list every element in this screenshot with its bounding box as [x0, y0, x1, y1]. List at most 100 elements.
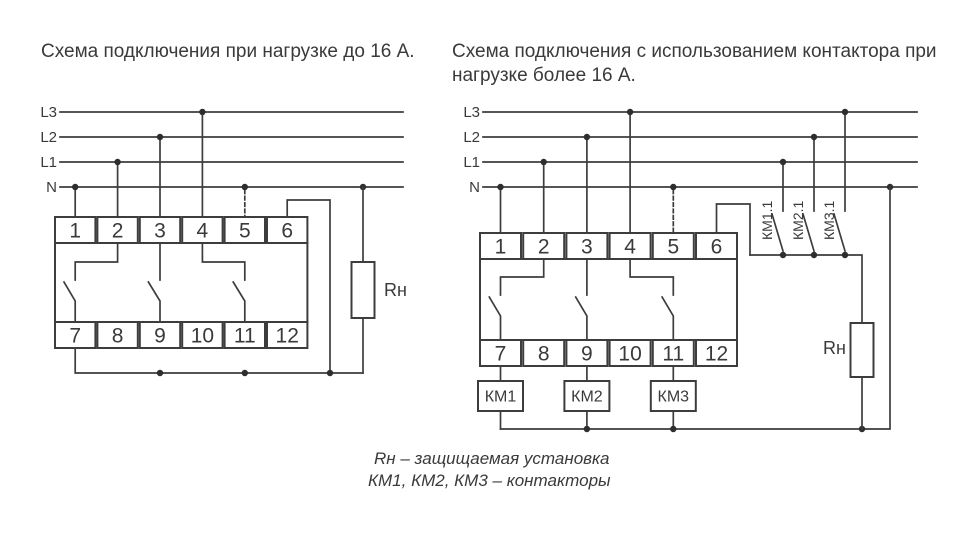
coil-common-wire	[499, 186, 891, 430]
terminal-cell	[266, 321, 309, 349]
terminal-6-output-wire	[286, 199, 331, 374]
load-common-wire	[74, 347, 364, 374]
junction-dot	[326, 369, 334, 377]
terminal-number: 10	[191, 325, 214, 348]
power-line-l2-label: L2	[463, 129, 480, 146]
contactor-contact-km3-1	[832, 111, 847, 253]
terminal-number: 3	[581, 236, 593, 259]
power-line-n-label: N	[469, 179, 480, 196]
power-line-l2-label: L2	[40, 129, 57, 146]
right-diagram-title-line2: нагрузке более 16 А.	[452, 65, 636, 86]
power-line-l3-label: L3	[463, 104, 480, 121]
junction-dot	[810, 133, 818, 141]
power-line-l1-label: L1	[40, 154, 57, 171]
relay-bottom-terminal-row: 7 8 9 10 11 12	[54, 321, 309, 349]
junction-dot	[779, 251, 787, 259]
terminal-number: 10	[618, 343, 641, 366]
contactor-coil-km3	[649, 380, 697, 412]
junction-dot	[241, 369, 248, 377]
terminal-number: 6	[711, 236, 723, 259]
switch-contact-3	[201, 242, 246, 323]
junction-dot	[72, 183, 79, 191]
terminal-number: 4	[197, 220, 209, 243]
contactor-contact-km1-1	[770, 161, 785, 253]
junction-dot	[114, 158, 121, 166]
terminal-cell	[223, 216, 267, 244]
terminal-number: 6	[281, 220, 293, 243]
terminal-number: 2	[112, 220, 124, 243]
terminal-cell	[479, 232, 522, 260]
terminal-number: 5	[667, 236, 679, 259]
switch-contact-2	[147, 242, 161, 323]
legend-line-1: Rн – защищаемая установка	[374, 449, 610, 468]
power-line-l1-label: L1	[463, 154, 480, 171]
switch-contact-1	[488, 258, 545, 341]
switch-contact-3	[629, 258, 675, 341]
relay-body	[479, 258, 738, 341]
junction-dot	[497, 183, 504, 191]
junction-dot	[626, 108, 634, 116]
relay-bottom-terminal-row: 7 8 9 10 11 12	[479, 339, 738, 367]
junction-dot	[779, 158, 787, 166]
terminal-number: 4	[624, 236, 636, 259]
terminal-number: 11	[234, 325, 256, 348]
terminal-cell	[138, 321, 182, 349]
junction-dot	[199, 108, 206, 116]
terminal-6-output-wire	[715, 203, 751, 256]
terminal-cell	[695, 232, 738, 260]
terminal-number: 2	[538, 236, 550, 259]
terminal-cell	[54, 321, 97, 349]
junction-dot	[583, 133, 591, 141]
terminal-number: 8	[112, 325, 124, 348]
contactor-coil-label: КМ2	[571, 389, 603, 406]
junction-dot	[540, 158, 547, 166]
load-label: Rн	[823, 338, 846, 358]
terminal-cell	[522, 339, 566, 367]
contactor-coil-label: КМ1	[485, 389, 517, 406]
switch-contact-2	[574, 258, 588, 341]
contactor-contact-km2-1	[801, 136, 816, 253]
relay-top-terminal-row: 1 2 3 4 5 6	[479, 232, 738, 260]
relay-top-terminal-row: 1 2 3 4 5 6	[54, 216, 309, 244]
junction-dot	[241, 183, 248, 191]
terminal-number: 12	[276, 325, 299, 348]
power-line-l3-label: L3	[40, 104, 57, 121]
left-diagram-title: Схема подключения при нагрузке до 16 А.	[41, 41, 415, 62]
terminal-number: 7	[495, 343, 507, 366]
terminal-cell	[181, 321, 224, 349]
terminal-cell	[608, 339, 652, 367]
load-label: Rн	[384, 280, 407, 300]
terminal-cell	[266, 216, 309, 244]
junction-dot	[583, 425, 591, 433]
terminal-number: 1	[495, 236, 507, 259]
terminal-number: 3	[154, 220, 166, 243]
junction-dot	[156, 369, 164, 377]
junction-dot	[810, 251, 818, 259]
junction-dot	[670, 425, 677, 433]
terminal-number: 1	[69, 220, 81, 243]
junction-dot	[156, 133, 164, 141]
contact-output-bus	[749, 254, 863, 324]
terminal-number: 9	[154, 325, 166, 348]
terminal-cell	[96, 321, 139, 349]
terminal-cell	[695, 339, 738, 367]
load-resistor	[350, 261, 376, 319]
terminal-number: 8	[538, 343, 550, 366]
contactor-contact-label: КМ2.1	[790, 201, 806, 240]
contactor-contact-label: КМ3.1	[821, 201, 837, 240]
junction-dot	[841, 251, 849, 259]
relay-body	[54, 242, 309, 323]
terminal-number: 9	[581, 343, 593, 366]
terminal-cell	[651, 232, 695, 260]
terminal-cell	[54, 216, 97, 244]
right-diagram: L3 L2 L1 N 1 2 3 4 5	[463, 104, 918, 433]
junction-dot	[670, 183, 677, 191]
terminal-cell	[223, 321, 267, 349]
load-resistor	[849, 322, 875, 378]
terminal-number: 12	[705, 343, 728, 366]
contactor-coil-label: КМ3	[658, 389, 690, 406]
power-line-n-label: N	[46, 179, 57, 196]
terminal-number: 5	[239, 220, 251, 243]
